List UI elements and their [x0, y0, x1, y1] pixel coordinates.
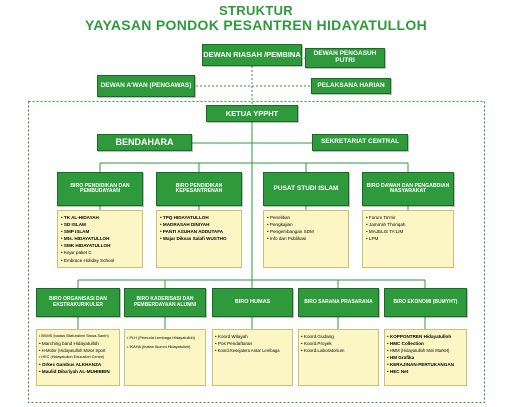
- dewan-awan-label: DEWAN A'WAN (PENGAWAS): [100, 81, 192, 89]
- list-item: Koord.Wilayah: [215, 333, 290, 340]
- biro-title: BIRO PENDIDIKAN DAN PEMBUDAYAAN: [70, 182, 130, 194]
- ketua-box: KETUA YPPHT: [206, 105, 298, 122]
- list-item: HMC Collection: [387, 340, 464, 347]
- list-item: KERAJINAN-PERTUKANGAN: [387, 361, 464, 368]
- list-item: KOPPONTREN Hidayatulloh: [387, 333, 464, 340]
- list-item: Koord.Gudang: [301, 333, 376, 340]
- chart-title-line1: STRUKTUR: [219, 3, 293, 18]
- pusat-studi-islam-box: PUSAT STUDI ISLAM: [263, 172, 349, 206]
- biro-title: BIRO HUMAS: [234, 298, 271, 305]
- biro-title: BIRO ORGANISASI DAN EKSTRAKURIKULER: [49, 296, 107, 308]
- list-item: HM Grafika: [387, 354, 464, 361]
- list-panel-kaderisasi: PLH (Pemuda Lembaga Hidayatulloh) IKAHA …: [124, 329, 206, 386]
- list-item: H-Motor (Hidayatulloh Motor Sport: [39, 347, 117, 354]
- list-item: Jama'ah Thoriqah: [366, 221, 450, 228]
- biro-sarana-box: BIRO SARANA PRASARANA: [298, 288, 379, 317]
- list-item: SMP ISLAM: [61, 228, 139, 235]
- list-item: Info dan Publikasi: [267, 235, 345, 242]
- biro-kaderisasi-box: BIRO KADERISASI DAN PEMBERDAYAAN ALUMNI: [124, 288, 206, 317]
- list-item: Koord.Kesejatera Antar Lembaga: [215, 347, 290, 354]
- sekretariat-label: SEKRETARIAT CENTRAL: [320, 138, 400, 146]
- list-item: SD ISLAM: [61, 221, 139, 228]
- biro-title: BIRO SARANA PRASARANA: [304, 298, 373, 305]
- list-panel-ekonomi: KOPPONTREN Hidayatulloh HMC Collection H…: [384, 329, 467, 386]
- list-item: Forum Ta'mir: [366, 214, 450, 221]
- list-item: Koord.Laboratorium: [301, 347, 376, 354]
- dewan-riasah-box: DEWAN RIASAH /PEMBINA: [202, 44, 302, 66]
- list-item: LPM: [366, 235, 450, 242]
- list-item: PLH (Pemuda Lembaga Hidayatulloh): [127, 333, 203, 342]
- biro-title: BIRO PENDIDIKAN KEPESANTRENAN: [175, 182, 223, 194]
- list-item: Pos Pendaftaran: [215, 340, 290, 347]
- dewan-pengasuh-box: DEWAN PENGASUH PUTRI: [305, 48, 385, 68]
- list-panel-humas: Koord.Wilayah Pos Pendaftaran Koord.Kese…: [212, 329, 293, 386]
- biro-title: PUSAT STUDI ISLAM: [273, 184, 339, 192]
- ketua-label: KETUA YPPHT: [225, 108, 279, 118]
- list-item: Mts. HIDAYATULLOH: [61, 235, 139, 242]
- biro-ekonomi-box: BIRO EKONOMI (BUMYHT): [384, 288, 467, 317]
- biro-humas-box: BIRO HUMAS: [212, 288, 293, 317]
- list-item: MADRASAH DINIYAH: [160, 221, 238, 228]
- biro-pendidikan-pembudayaan-box: BIRO PENDIDIKAN DAN PEMBUDAYAAN: [57, 172, 143, 206]
- list-panel-studi-islam: Penelitian Pengkajian Pengembangan SDM I…: [263, 210, 349, 268]
- biro-dawah-box: BIRO DAWAH DAN PENGABDIAN MASYARAKAT: [362, 172, 454, 206]
- biro-title: BIRO EKONOMI (BUMYHT): [393, 298, 458, 305]
- list-panel-kepesantrenan: TPQ HIDAYATULLOH MADRASAH DINIYAH PANTI …: [156, 210, 242, 268]
- list-item: TPQ HIDAYATULLOH: [160, 214, 238, 221]
- biro-pendidikan-kepesantrenan-box: BIRO PENDIDIKAN KEPESANTRENAN: [156, 172, 242, 206]
- list-item: Kejar paket C: [61, 249, 139, 256]
- list-item: Wajar Diksas Salafi WUSTHO: [160, 235, 238, 242]
- list-item: TK AL-HIDAYAH: [61, 214, 139, 221]
- bendahara-label: BENDAHARA: [115, 136, 174, 147]
- list-item: Marching band Hidayatulloh: [39, 340, 117, 347]
- list-item: BSMS (badan Silaturahmi Siswa-Santri): [39, 333, 117, 340]
- dewan-riasah-label: DEWAN RIASAH /PEMBINA: [203, 50, 301, 60]
- biro-organisasi-box: BIRO ORGANISASI DAN EKSTRAKURIKULER: [36, 288, 120, 317]
- sekretariat-box: SEKRETARIAT CENTRAL: [312, 134, 408, 151]
- biro-title: BIRO KADERISASI DAN PEMBERDAYAAN ALUMNI: [133, 296, 197, 308]
- list-item: HEC Net: [387, 368, 464, 375]
- list-item: Orkes Gambus ALKHANZA: [39, 361, 117, 368]
- list-item: Koord.Proyek: [301, 340, 376, 347]
- list-item: Maulid Diba'iyah AL-MUHIBBIN: [39, 368, 117, 375]
- list-panel-dawah: Forum Ta'mir Jama'ah Thoriqah MAJELIS TA…: [362, 210, 454, 268]
- list-item: MAJELIS TA'LIM: [366, 228, 450, 235]
- pelaksana-harian-box: PELAKSANA HARIAN: [311, 78, 391, 94]
- biro-title: BIRO DAWAH DAN PENGABDIAN MASYARAKAT: [366, 182, 450, 194]
- pelaksana-harian-label: PELAKSANA HARIAN: [317, 81, 385, 89]
- list-item: PANTI ASUHAN ADDUTAFA: [160, 228, 238, 235]
- dewan-awan-box: DEWAN A'WAN (PENGAWAS): [97, 75, 195, 97]
- dewan-pengasuh-label: DEWAN PENGASUH PUTRI: [313, 50, 377, 64]
- bendahara-box: BENDAHARA: [97, 134, 192, 151]
- list-item: IKAHA (Ikatan Alumni Hidayatulloh): [127, 342, 203, 351]
- list-panel-sarana: Koord.Gudang Koord.Proyek Koord.Laborato…: [298, 329, 379, 386]
- list-item: Penelitian: [267, 214, 345, 221]
- list-panel-organisasi: BSMS (badan Silaturahmi Siswa-Santri) Ma…: [36, 329, 120, 386]
- list-item: HMM (Hidayatulloh Mini Market): [387, 347, 464, 354]
- list-item: HEC (Hidayatulloh Education Centre): [39, 354, 117, 361]
- list-panel-pendidikan: TK AL-HIDAYAH SD ISLAM SMP ISLAM Mts. HI…: [57, 210, 143, 268]
- chart-title-line2: YAYASAN PONDOK PESANTREN HIDAYATULLOH: [85, 17, 427, 33]
- list-item: Pengkajian: [267, 221, 345, 228]
- list-item: SMK HIDAYATULLOH: [61, 242, 139, 249]
- list-item: Embrace Holiday School: [61, 257, 139, 264]
- list-item: Pengembangan SDM: [267, 228, 345, 235]
